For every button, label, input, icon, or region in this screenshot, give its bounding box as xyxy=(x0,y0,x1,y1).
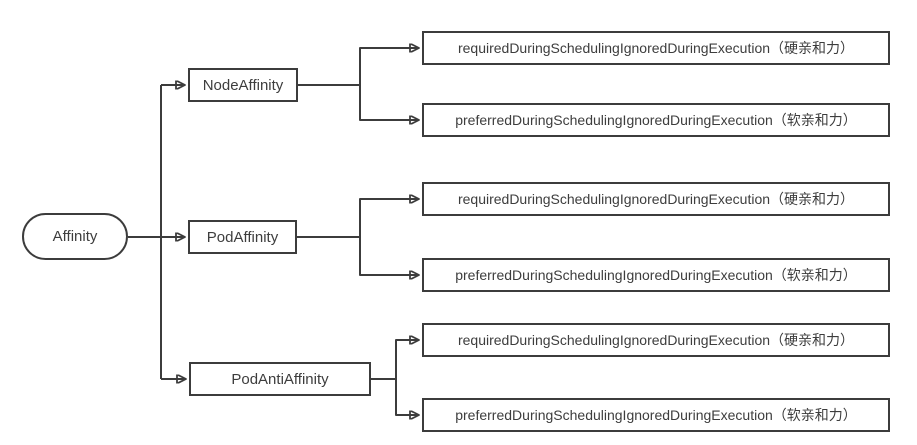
branch-label-podaffinity: PodAffinity xyxy=(206,228,279,246)
edge-podaffinity-to-required xyxy=(297,199,419,238)
leaf-node-podantiaffinity-required: requiredDuringSchedulingIgnoredDuringExe… xyxy=(422,323,890,357)
leaf-node-podaffinity-required: requiredDuringSchedulingIgnoredDuringExe… xyxy=(422,182,890,216)
leaf-label: preferredDuringSchedulingIgnoredDuringEx… xyxy=(455,267,857,283)
leaf-node-nodeaffinity-required: requiredDuringSchedulingIgnoredDuringExe… xyxy=(422,31,890,65)
leaf-label: requiredDuringSchedulingIgnoredDuringExe… xyxy=(457,191,855,207)
branch-node-podaffinity: PodAffinity xyxy=(188,220,297,254)
leaf-label: requiredDuringSchedulingIgnoredDuringExe… xyxy=(457,332,855,348)
edge-nodeaffinity-to-preferred xyxy=(359,85,419,120)
branch-label-podantiaffinity: PodAntiAffinity xyxy=(231,370,329,388)
affinity-root-node: Affinity xyxy=(22,213,128,260)
branch-node-nodeaffinity: NodeAffinity xyxy=(188,68,298,102)
affinity-root-label: Affinity xyxy=(52,228,98,245)
leaf-label: preferredDuringSchedulingIgnoredDuringEx… xyxy=(455,112,857,128)
edge-podantiaffinity-to-preferred xyxy=(395,379,419,415)
edge-nodeaffinity-to-required xyxy=(298,48,419,86)
branch-label-nodeaffinity: NodeAffinity xyxy=(202,76,284,94)
edge-podaffinity-to-preferred xyxy=(359,237,419,275)
branch-node-podantiaffinity: PodAntiAffinity xyxy=(189,362,371,396)
leaf-node-nodeaffinity-preferred: preferredDuringSchedulingIgnoredDuringEx… xyxy=(422,103,890,137)
leaf-label: requiredDuringSchedulingIgnoredDuringExe… xyxy=(457,40,855,56)
edge-podantiaffinity-to-required xyxy=(371,340,419,380)
leaf-node-podaffinity-preferred: preferredDuringSchedulingIgnoredDuringEx… xyxy=(422,258,890,292)
leaf-node-podantiaffinity-preferred: preferredDuringSchedulingIgnoredDuringEx… xyxy=(422,398,890,432)
leaf-label: preferredDuringSchedulingIgnoredDuringEx… xyxy=(455,407,857,423)
